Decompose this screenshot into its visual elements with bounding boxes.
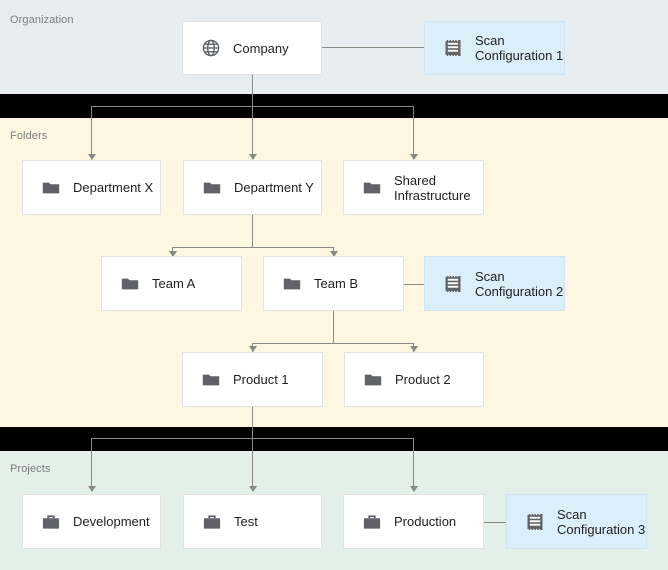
node-label: Product 1	[233, 372, 289, 387]
edge-department-y-stem	[252, 215, 253, 247]
arrowhead-product-2	[410, 346, 418, 352]
node-shared-infrastructure[interactable]: Shared Infrastructure	[343, 160, 484, 215]
folder-icon	[202, 178, 222, 198]
edge-product-1-to-development	[91, 438, 92, 488]
arrowhead-product-1	[249, 346, 257, 352]
arrowhead-department-y	[249, 154, 257, 160]
node-department-x[interactable]: Department X	[22, 160, 161, 215]
node-label: Department Y	[234, 180, 314, 195]
node-development[interactable]: Development	[22, 494, 161, 549]
section-label-organization: Organization	[10, 14, 74, 26]
edge-company-to-scan1	[322, 47, 424, 48]
node-label: Company	[233, 40, 289, 56]
node-production[interactable]: Production	[343, 494, 484, 549]
folder-icon	[120, 274, 140, 294]
arrowhead-production	[410, 486, 418, 492]
node-label: Product 2	[395, 372, 451, 387]
node-label: Department X	[73, 180, 154, 195]
globe-icon	[201, 38, 221, 58]
edge-company-stem	[252, 74, 253, 106]
node-label: Team B	[314, 276, 359, 291]
briefcase-icon	[362, 512, 382, 532]
node-test[interactable]: Test	[183, 494, 322, 549]
arrowhead-team-a	[169, 251, 177, 257]
edge-product-1-to-production	[413, 438, 414, 488]
node-scan-configuration-2[interactable]: Scan Configuration 2	[424, 256, 565, 311]
node-label: Development	[73, 514, 150, 529]
edge-team-b-bus	[252, 343, 414, 344]
edge-company-to-shared-infrastructure	[413, 106, 414, 156]
folder-icon	[282, 274, 302, 294]
briefcase-icon	[202, 512, 222, 532]
node-scan-configuration-1[interactable]: Scan Configuration 1	[424, 21, 565, 75]
node-label: Scan Configuration 3	[557, 506, 646, 537]
folder-icon	[362, 178, 382, 198]
node-label: Scan Configuration 1	[475, 33, 564, 63]
node-label: Test	[234, 514, 258, 529]
arrowhead-team-b	[330, 251, 338, 257]
node-label: Team A	[152, 276, 196, 291]
edge-department-y-bus	[172, 247, 334, 248]
node-label: Production	[394, 514, 457, 529]
edge-production-to-scan3	[484, 522, 506, 523]
arrowhead-development	[88, 486, 96, 492]
scan-config-icon	[443, 38, 463, 58]
edge-team-b-stem	[333, 311, 334, 343]
section-label-folders: Folders	[10, 130, 48, 142]
edge-team-b-to-scan2	[404, 284, 424, 285]
edge-company-to-department-y	[252, 106, 253, 156]
edge-product-1-to-test	[252, 438, 253, 488]
node-scan-configuration-3[interactable]: Scan Configuration 3	[506, 494, 647, 549]
node-label: Shared Infrastructure	[394, 172, 471, 203]
scan-config-icon	[525, 512, 545, 532]
node-product-2[interactable]: Product 2	[344, 352, 484, 407]
folder-icon	[41, 178, 61, 198]
arrowhead-test	[249, 486, 257, 492]
node-department-y[interactable]: Department Y	[183, 160, 322, 215]
briefcase-icon	[41, 512, 61, 532]
arrowhead-shared-infrastructure	[410, 154, 418, 160]
node-team-a[interactable]: Team A	[101, 256, 242, 311]
node-product-1[interactable]: Product 1	[182, 352, 323, 407]
node-label: Scan Configuration 2	[475, 268, 564, 299]
edge-product-1-stem	[252, 407, 253, 438]
edge-company-to-department-x	[91, 106, 92, 156]
section-label-projects: Projects	[10, 463, 51, 475]
node-team-b[interactable]: Team B	[263, 256, 404, 311]
folder-icon	[201, 370, 221, 390]
folder-icon	[363, 370, 383, 390]
scan-config-icon	[443, 274, 463, 294]
node-company[interactable]: Company	[182, 21, 322, 75]
arrowhead-department-x	[88, 154, 96, 160]
